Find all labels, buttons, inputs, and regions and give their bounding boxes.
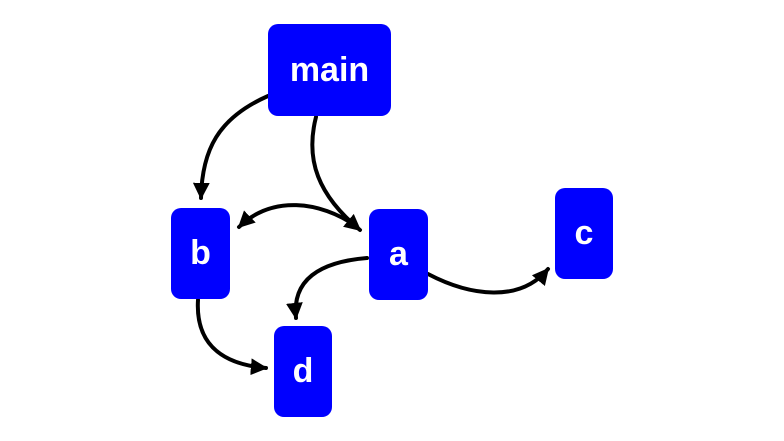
node-a-box xyxy=(369,209,428,300)
edge-a-to-b xyxy=(237,203,358,229)
node-c-label: c xyxy=(575,214,594,252)
node-main-label: main xyxy=(290,51,369,89)
edge-a-to-c xyxy=(426,267,550,295)
node-c: c xyxy=(555,188,613,279)
node-a-label: a xyxy=(389,235,409,273)
node-b: b xyxy=(171,208,230,299)
node-b-label: b xyxy=(190,234,211,272)
edge-main-to-b xyxy=(192,94,270,200)
node-d-box xyxy=(274,326,332,417)
node-c-box xyxy=(555,188,613,279)
node-b-box xyxy=(171,208,230,299)
node-d: d xyxy=(274,326,332,417)
edge-b-to-d xyxy=(195,298,268,376)
node-main-box xyxy=(268,24,391,116)
edges xyxy=(192,94,550,376)
node-main: main xyxy=(268,24,391,116)
node-d-label: d xyxy=(293,352,314,390)
node-a: a xyxy=(369,209,428,300)
edge-a-to-d xyxy=(286,256,369,320)
